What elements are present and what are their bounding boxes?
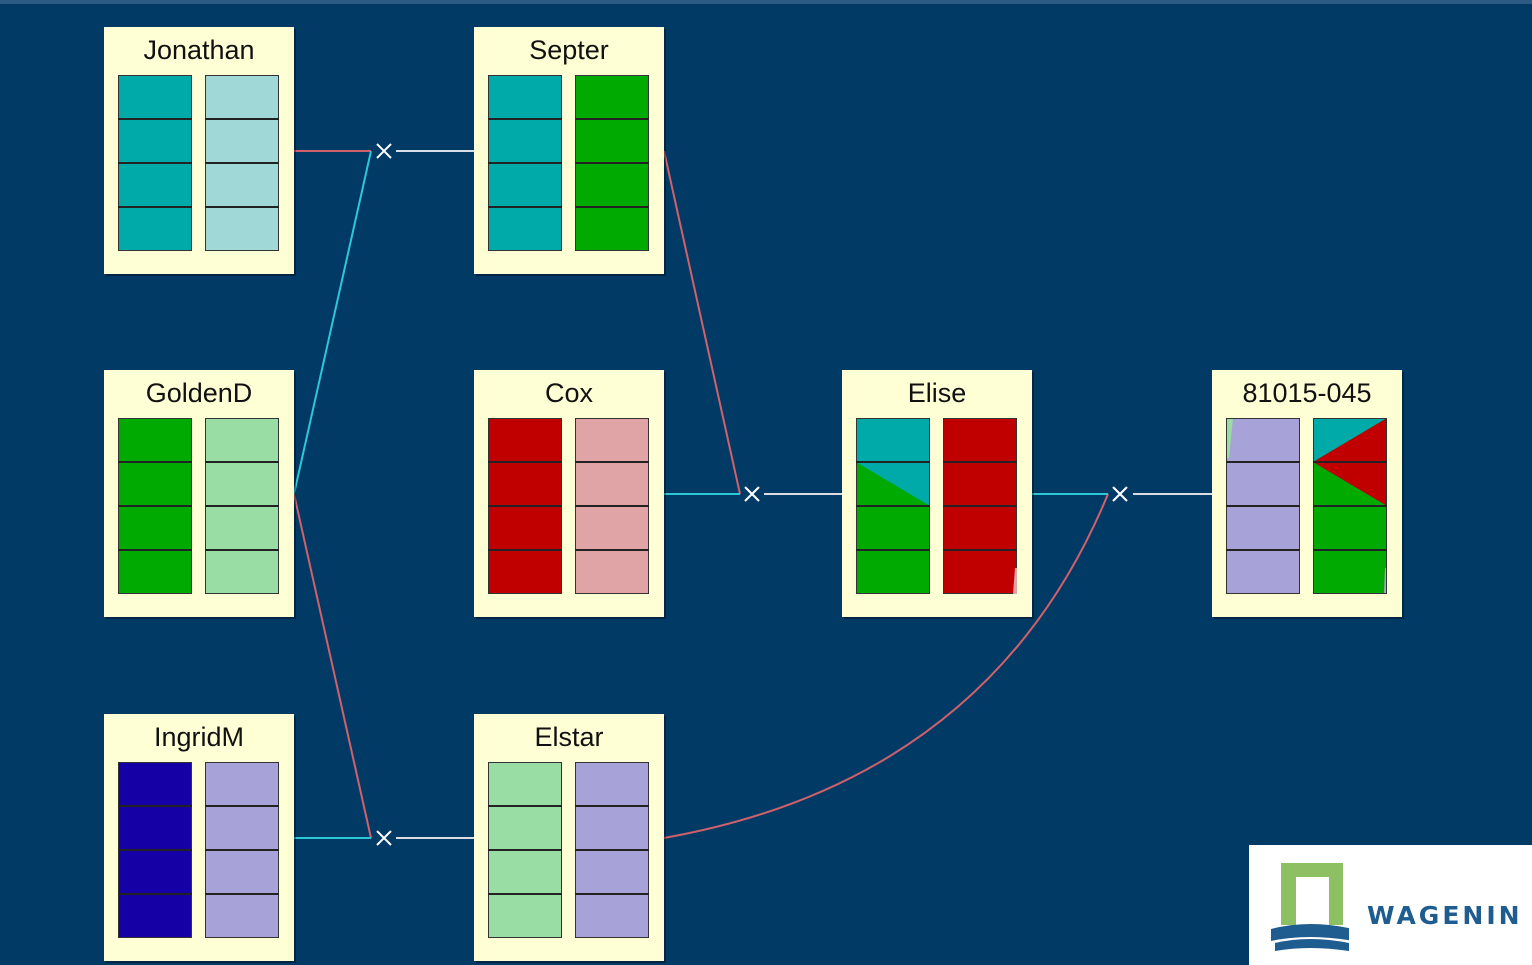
link-goldend-cross1 — [293, 150, 372, 495]
chromosome-2 — [1313, 418, 1387, 594]
chromosome-1 — [118, 75, 192, 251]
node-title: Septer — [529, 35, 609, 65]
node-title: Cox — [544, 378, 593, 408]
logo-text: WAGENIN — [1367, 901, 1523, 930]
node-81015-045[interactable]: 81015-045 — [1212, 370, 1402, 617]
top-border — [0, 0, 1532, 4]
node-title: 81015-045 — [1242, 378, 1372, 408]
node-elstar[interactable]: Elstar — [474, 714, 664, 961]
node-title: Elise — [907, 378, 967, 408]
chromosome-2 — [575, 762, 649, 938]
node-title: IngridM — [153, 722, 245, 752]
chromosome-1 — [856, 418, 930, 594]
node-jonathan[interactable]: Jonathan — [104, 27, 294, 274]
node-title: Jonathan — [143, 35, 255, 65]
chromosome-2 — [575, 418, 649, 594]
chromosome-2 — [943, 418, 1017, 594]
chromosome-1 — [118, 762, 192, 938]
node-title: Elstar — [534, 722, 604, 752]
node-title: GoldenD — [145, 378, 253, 408]
chromosome-2 — [205, 762, 279, 938]
chromosome-1 — [488, 418, 562, 594]
cross-marker — [744, 486, 760, 502]
link-septer-cross3 — [663, 150, 741, 495]
wageningen-gate-icon — [1271, 863, 1349, 951]
node-ingridm[interactable]: IngridM — [104, 714, 294, 961]
chromosome-1 — [488, 75, 562, 251]
chromosome-2 — [205, 418, 279, 594]
cross-marker — [376, 830, 392, 846]
chromosome-1 — [1226, 418, 1300, 594]
node-elise[interactable]: Elise — [842, 370, 1032, 617]
wageningen-logo: WAGENIN — [1249, 845, 1532, 965]
chromosome-2 — [575, 75, 649, 251]
cross-marker — [1112, 486, 1128, 502]
node-cox[interactable]: Cox — [474, 370, 664, 617]
node-goldend[interactable]: GoldenD — [104, 370, 294, 617]
chromosome-1 — [488, 762, 562, 938]
chromosome-1 — [118, 418, 192, 594]
chromosome-2 — [205, 75, 279, 251]
cross-marker — [376, 143, 392, 159]
node-septer[interactable]: Septer — [474, 27, 664, 274]
link-goldend-cross2 — [293, 493, 372, 839]
